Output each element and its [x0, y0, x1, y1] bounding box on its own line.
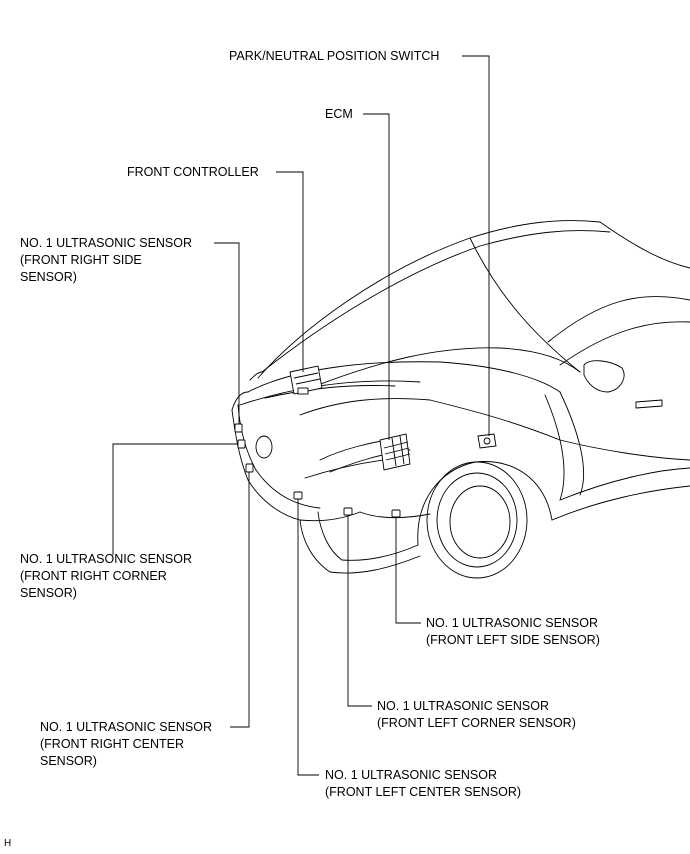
label-line: FRONT CONTROLLER — [127, 165, 259, 179]
label-line: NO. 1 ULTRASONIC SENSOR — [426, 616, 599, 630]
sensor-front-right-side — [234, 423, 243, 433]
figure-code: H — [4, 838, 12, 849]
label-line: (FRONT LEFT SIDE SENSOR) — [426, 633, 600, 647]
label-sensor-front-left-side: NO. 1 ULTRASONIC SENSOR (FRONT LEFT SIDE… — [426, 615, 600, 649]
label-front-controller: FRONT CONTROLLER — [127, 164, 259, 181]
ecm-part — [379, 433, 411, 471]
label-sensor-front-left-corner: NO. 1 ULTRASONIC SENSOR (FRONT LEFT CORN… — [377, 698, 576, 732]
label-line: (FRONT RIGHT CORNER — [20, 569, 167, 583]
label-sensor-front-right-center: NO. 1 ULTRASONIC SENSOR (FRONT RIGHT CEN… — [40, 719, 212, 770]
label-line: NO. 1 ULTRASONIC SENSOR — [325, 768, 498, 782]
sensor-front-left-corner — [343, 507, 353, 516]
label-line: (FRONT LEFT CORNER SENSOR) — [377, 716, 576, 730]
label-ecm: ECM — [325, 106, 353, 123]
label-line: SENSOR) — [20, 586, 77, 600]
label-line: NO. 1 ULTRASONIC SENSOR — [20, 236, 193, 250]
label-line: NO. 1 ULTRASONIC SENSOR — [377, 699, 550, 713]
sensor-front-right-corner — [237, 439, 246, 449]
label-line: (FRONT LEFT CENTER SENSOR) — [325, 785, 522, 799]
label-line: NO. 1 ULTRASONIC SENSOR — [20, 552, 193, 566]
label-sensor-front-right-corner: NO. 1 ULTRASONIC SENSOR (FRONT RIGHT COR… — [20, 551, 192, 602]
leader-lines — [112, 55, 490, 776]
components — [234, 365, 497, 518]
label-line: PARK/NEUTRAL POSITION SWITCH — [229, 49, 440, 63]
sensor-front-left-side — [391, 509, 401, 518]
label-line: SENSOR) — [40, 754, 97, 768]
vehicle-outline — [231, 220, 690, 579]
label-line: SENSOR) — [20, 270, 77, 284]
label-line: (FRONT RIGHT CENTER — [40, 737, 184, 751]
park-neutral-switch-part — [477, 433, 497, 449]
label-line: (FRONT RIGHT SIDE — [20, 253, 142, 267]
sensor-front-right-center — [245, 463, 254, 473]
label-sensor-front-right-side: NO. 1 ULTRASONIC SENSOR (FRONT RIGHT SID… — [20, 235, 192, 286]
front-controller-part — [289, 365, 323, 395]
label-sensor-front-left-center: NO. 1 ULTRASONIC SENSOR (FRONT LEFT CENT… — [325, 767, 521, 801]
sensor-front-left-center — [293, 491, 303, 500]
label-park-neutral-position-switch: PARK/NEUTRAL POSITION SWITCH — [229, 48, 439, 65]
label-line: ECM — [325, 107, 353, 121]
label-line: NO. 1 ULTRASONIC SENSOR — [40, 720, 213, 734]
